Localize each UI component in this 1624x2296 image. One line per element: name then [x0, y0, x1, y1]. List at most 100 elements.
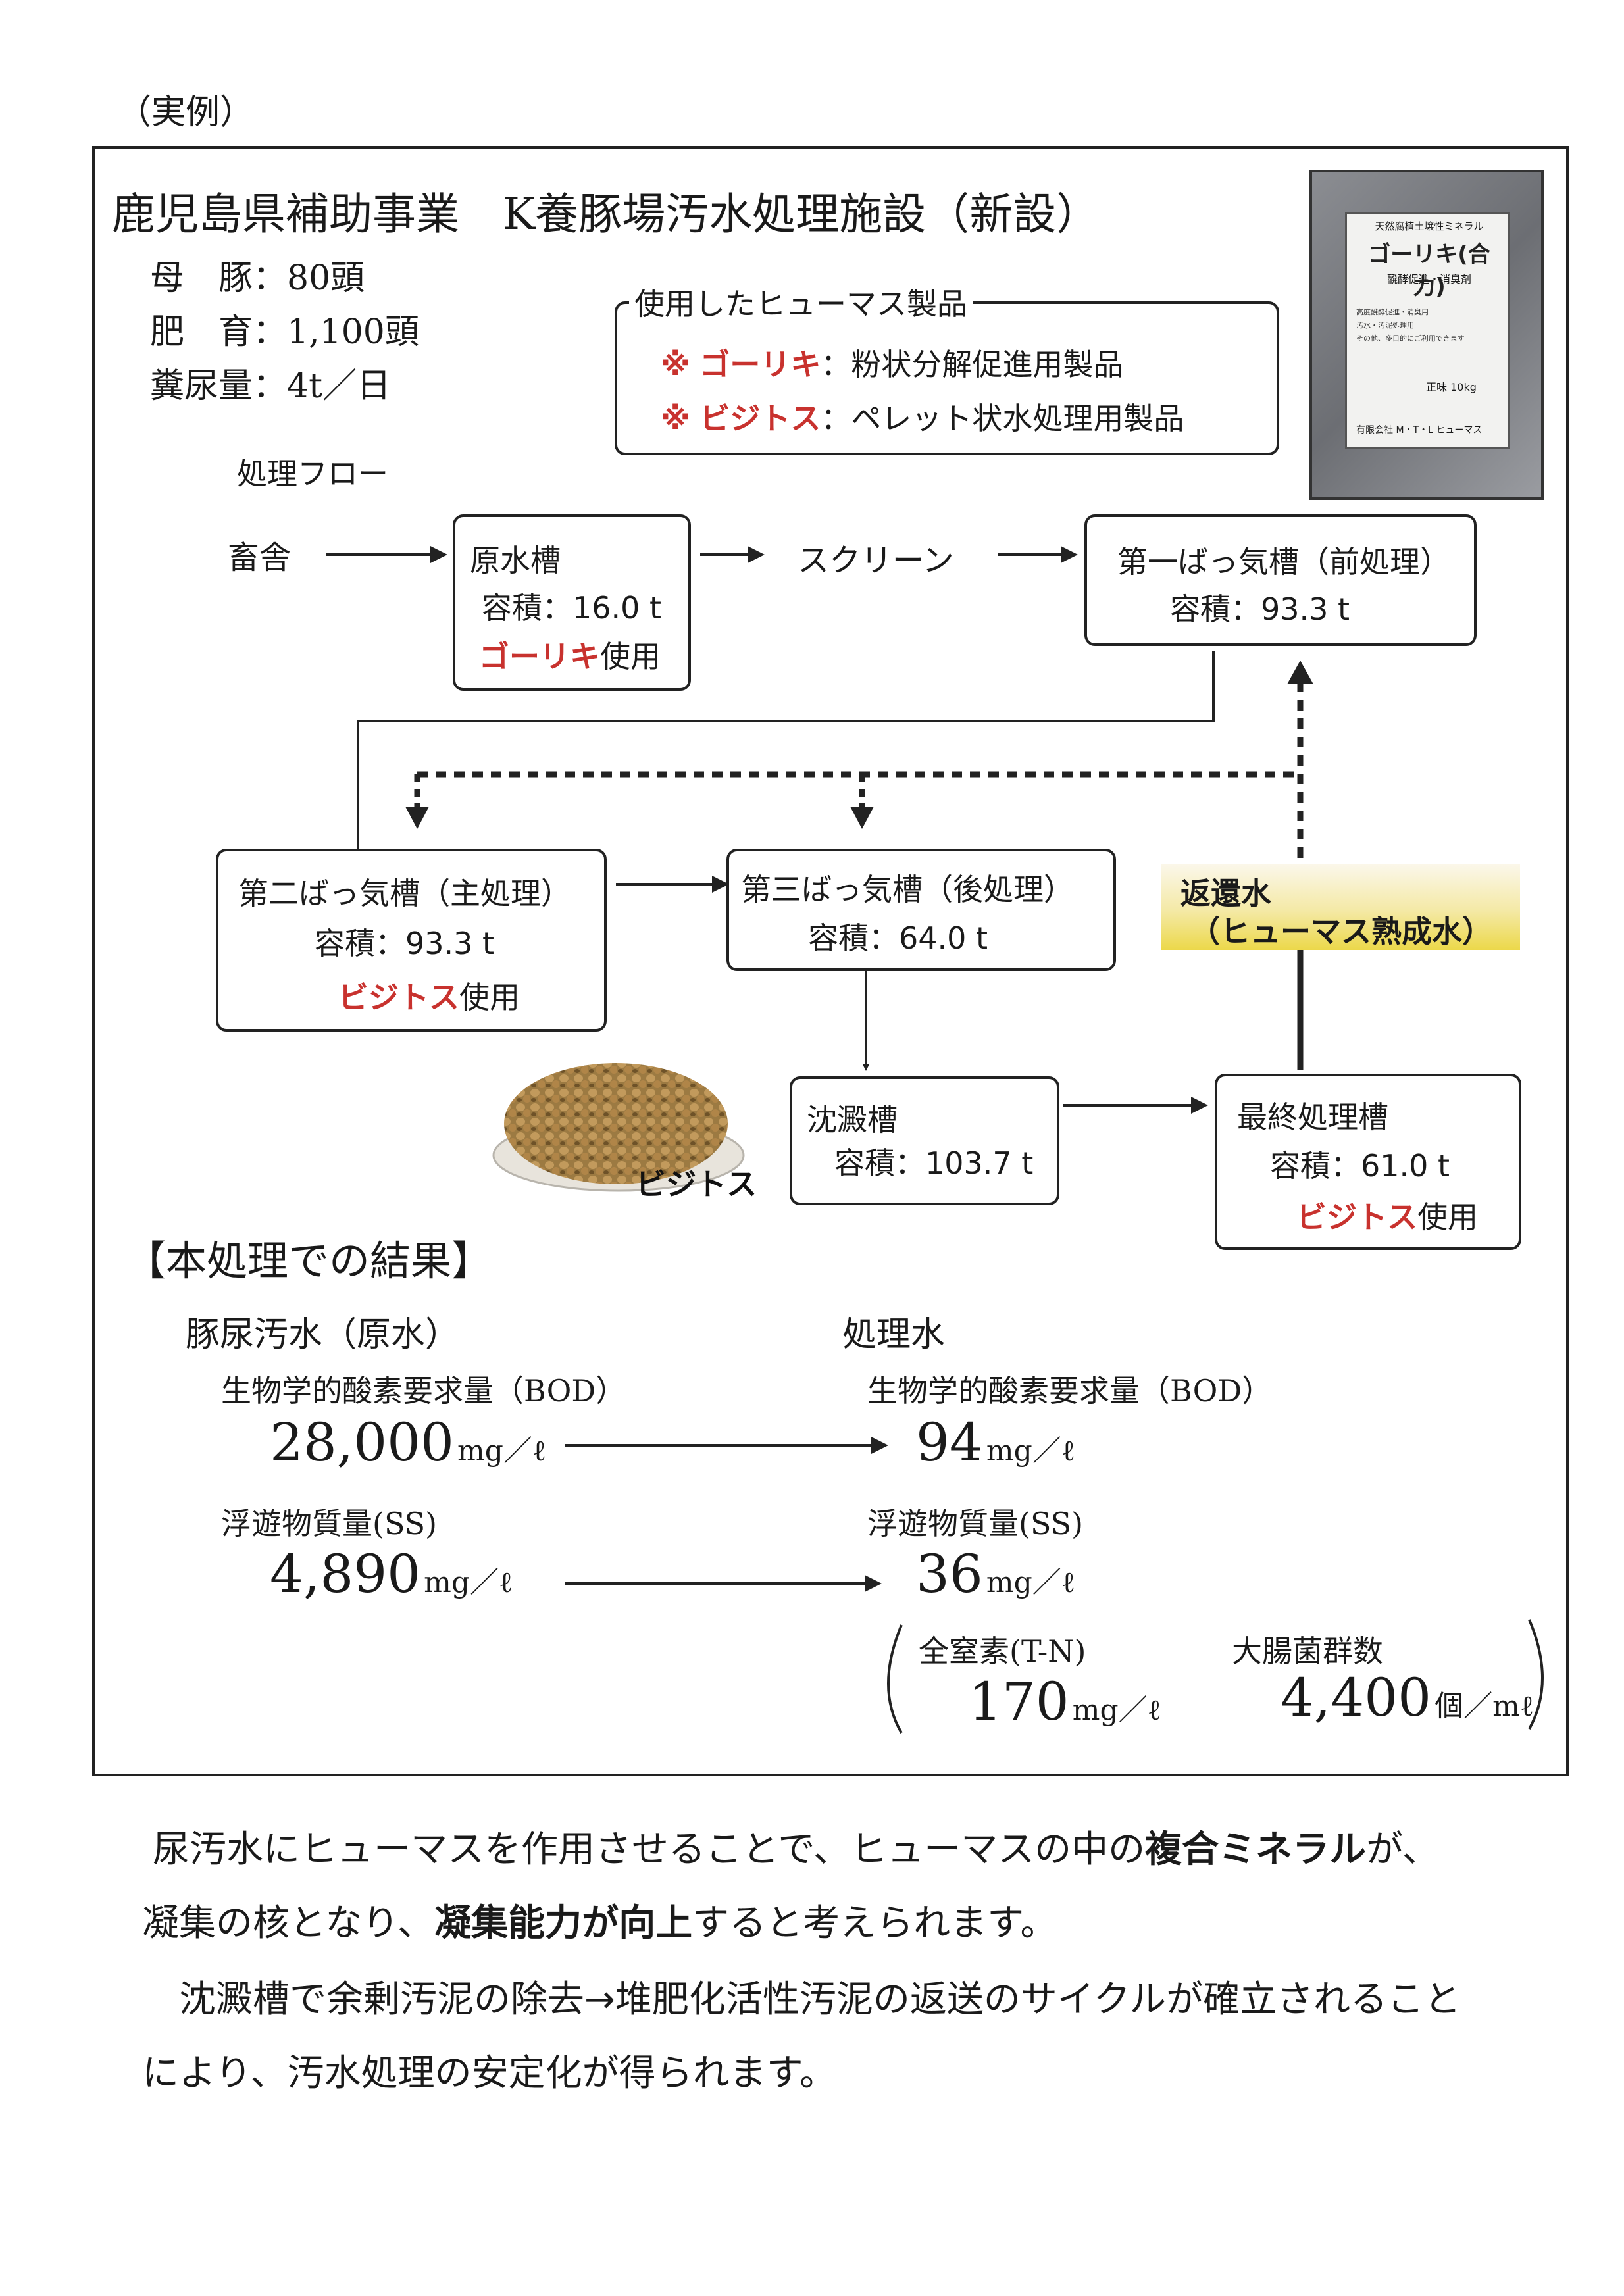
bod-treated-unit: mg／ℓ [986, 1434, 1075, 1468]
stat-finisher: 肥 育：1,100頭 [150, 312, 419, 352]
aer1-capacity: 容積：93.3 t [1170, 591, 1350, 627]
paragraph-2-line-2: により、汚水処理の安定化が得られます。 [142, 2052, 837, 2095]
p1-text-1: 尿汚水にヒューマスを作用させることで、ヒューマスの中の [153, 1828, 1146, 1871]
bod-raw: 28,000 mg／ℓ [270, 1412, 546, 1473]
bod-treated: 94 mg／ℓ [916, 1412, 1075, 1473]
bag-top-text: 天然腐植土壌性ミネラル [1375, 220, 1484, 232]
sediment-capacity: 容積：103.7 t [834, 1145, 1034, 1181]
return-water-label: 返還水 （ヒューマス熟成水） [1161, 864, 1520, 950]
p1-bold-2: 凝集能力が向上 [434, 1902, 693, 1945]
gouriki-desc: ：粉状分解促進用製品 [821, 347, 1124, 382]
stat-manure: 糞尿量：4t／日 [150, 366, 391, 406]
final-name: 最終処理槽 [1237, 1099, 1388, 1135]
sedimentation-tank: 沈澱槽 容積：103.7 t [790, 1076, 1059, 1205]
coliform-result: 4,400 個／mℓ [1281, 1667, 1534, 1728]
ss-treated-unit: mg／ℓ [986, 1566, 1075, 1599]
coliform-unit: 個／mℓ [1434, 1689, 1534, 1723]
tn-unit: mg／ℓ [1072, 1693, 1161, 1727]
return-water-title: 返還水 [1180, 876, 1271, 911]
results-heading: 【本処理での結果】 [125, 1237, 493, 1285]
bijitosu-desc: ：ペレット状水処理用製品 [821, 401, 1184, 436]
p1-bold-1: 複合ミネラル [1145, 1828, 1367, 1871]
ss-treated: 36 mg／ℓ [916, 1543, 1075, 1605]
aer1-name: 第一ばっ気槽（前処理） [1117, 544, 1450, 580]
raw-water-tank: 原水槽 容積：16.0 t ゴーリキ使用 [453, 514, 691, 691]
raw-water-heading: 豚尿汚水（原水） [186, 1315, 460, 1355]
return-water-subtitle: （ヒューマス熟成水） [1190, 914, 1492, 949]
ss-raw-unit: mg／ℓ [424, 1566, 513, 1599]
product-gouriki: ※ ゴーリキ：粉状分解促進用製品 [661, 341, 1123, 384]
raw-tank-capacity: 容積：16.0 t [482, 590, 662, 626]
bag-brand: ゴーリキ(合力) [1368, 241, 1490, 300]
aer2-usage: ビジトス使用 [338, 974, 520, 1017]
raw-tank-use-suffix: 使用 [600, 639, 661, 674]
final-treatment-tank: 最終処理槽 容積：61.0 t ビジトス使用 [1215, 1074, 1521, 1250]
bag-label: 天然腐植土壌性ミネラル ゴーリキ(合力) 醗酵促進・消臭剤 高度醗酵促進・消臭用… [1345, 212, 1510, 449]
coliform-label: 大腸菌群数 [1232, 1634, 1383, 1669]
pellet-drawing [492, 1063, 745, 1192]
bag-lines: 高度醗酵促進・消臭用 汚水・汚泥処理用 その他、多目的にご利用できます [1356, 306, 1465, 345]
tn-result: 170 mg／ℓ [969, 1671, 1161, 1732]
tn-value: 170 [969, 1671, 1069, 1732]
final-usage: ビジトス使用 [1296, 1193, 1478, 1237]
bod-raw-value: 28,000 [270, 1412, 454, 1473]
bag-line: 高度醗酵促進・消臭用 [1356, 308, 1429, 316]
raw-tank-use-name: ゴーリキ [479, 639, 600, 674]
aeration-tank-3: 第三ばっ気槽（後処理） 容積：64.0 t [726, 849, 1116, 971]
products-box: 使用したヒューマス製品 ※ ゴーリキ：粉状分解促進用製品 ※ ビジトス：ペレット… [615, 280, 1279, 455]
aer2-name: 第二ばっ気槽（主処理） [238, 876, 571, 911]
bag-line: 汚水・汚泥処理用 [1356, 321, 1414, 330]
bijitosu-name: ビジトス [699, 401, 821, 436]
bod-label-raw: 生物学的酸素要求量（BOD） [221, 1373, 626, 1409]
pellet-caption: ビジトス [636, 1166, 757, 1202]
product-bijitosu: ※ ビジトス：ペレット状水処理用製品 [661, 395, 1184, 438]
final-use-name: ビジトス [1296, 1199, 1417, 1235]
coliform-value: 4,400 [1281, 1667, 1432, 1728]
gouriki-name: ゴーリキ [699, 347, 821, 382]
stat-sow: 母 豚：80頭 [150, 259, 365, 298]
paragraph-1-line-1: 尿汚水にヒューマスを作用させることで、ヒューマスの中の複合ミネラルが、 [153, 1813, 1439, 1887]
treated-water-heading: 処理水 [842, 1315, 946, 1355]
tn-label: 全窒素(T-N) [919, 1634, 1086, 1669]
aeration-tank-1: 第一ばっ気槽（前処理） 容積：93.3 t [1084, 514, 1477, 646]
sediment-name: 沈澱槽 [807, 1102, 898, 1137]
final-use-suffix: 使用 [1417, 1199, 1478, 1235]
main-frame [92, 146, 1569, 1776]
aer2-use-suffix: 使用 [459, 980, 520, 1015]
flow-screen: スクリーン [798, 542, 954, 579]
bod-raw-unit: mg／ℓ [457, 1434, 546, 1468]
bijitosu-pellet-image: ビジトス [487, 1045, 790, 1208]
ss-label-raw: 浮遊物質量(SS) [221, 1506, 438, 1541]
example-label: （実例） [117, 93, 255, 132]
bod-treated-value: 94 [916, 1412, 983, 1473]
p1-text-2: が、 [1366, 1828, 1439, 1871]
ss-raw: 4,890 mg／ℓ [270, 1543, 513, 1605]
ss-treated-value: 36 [916, 1543, 983, 1605]
bag-maker: 有限会社 M・T・L ヒューマス [1356, 425, 1483, 436]
final-capacity: 容積：61.0 t [1270, 1148, 1450, 1184]
bag-sub: 醗酵促進・消臭剤 [1386, 273, 1471, 286]
p1-text-4: すると考えられます。 [692, 1902, 1057, 1945]
aer3-capacity: 容積：64.0 t [808, 920, 988, 956]
bod-label-treated: 生物学的酸素要求量（BOD） [867, 1373, 1273, 1409]
aer3-name: 第三ばっ気槽（後処理） [741, 872, 1074, 907]
bag-line: その他、多目的にご利用できます [1356, 334, 1465, 343]
products-legend: 使用したヒューマス製品 [629, 280, 973, 324]
note-mark: ※ [661, 347, 690, 382]
ss-label-treated: 浮遊物質量(SS) [867, 1506, 1084, 1541]
paragraph-2-line-1: 沈澱槽で余剰汚泥の除去→堆肥化活性汚泥の返送のサイクルが確立されること [179, 1978, 1461, 2021]
p1-text-3: 凝集の核となり、 [142, 1902, 435, 1945]
raw-tank-name: 原水槽 [470, 543, 561, 578]
flow-barn: 畜舎 [228, 539, 292, 576]
bag-weight: 正味 10kg [1426, 381, 1477, 393]
raw-tank-usage: ゴーリキ使用 [479, 633, 661, 676]
note-mark: ※ [661, 401, 690, 436]
paragraph-1-line-2: 凝集の核となり、凝集能力が向上すると考えられます。 [142, 1887, 1057, 1960]
product-bag-image: 天然腐植土壌性ミネラル ゴーリキ(合力) 醗酵促進・消臭剤 高度醗酵促進・消臭用… [1309, 170, 1544, 500]
page-title: 鹿児島県補助事業 K養豚場汚水処理施設（新設） [112, 189, 1100, 239]
aeration-tank-2: 第二ばっ気槽（主処理） 容積：93.3 t ビジトス使用 [216, 849, 607, 1032]
aer2-use-name: ビジトス [338, 980, 459, 1015]
ss-raw-value: 4,890 [270, 1543, 421, 1605]
flow-label: 処理フロー [237, 456, 388, 491]
